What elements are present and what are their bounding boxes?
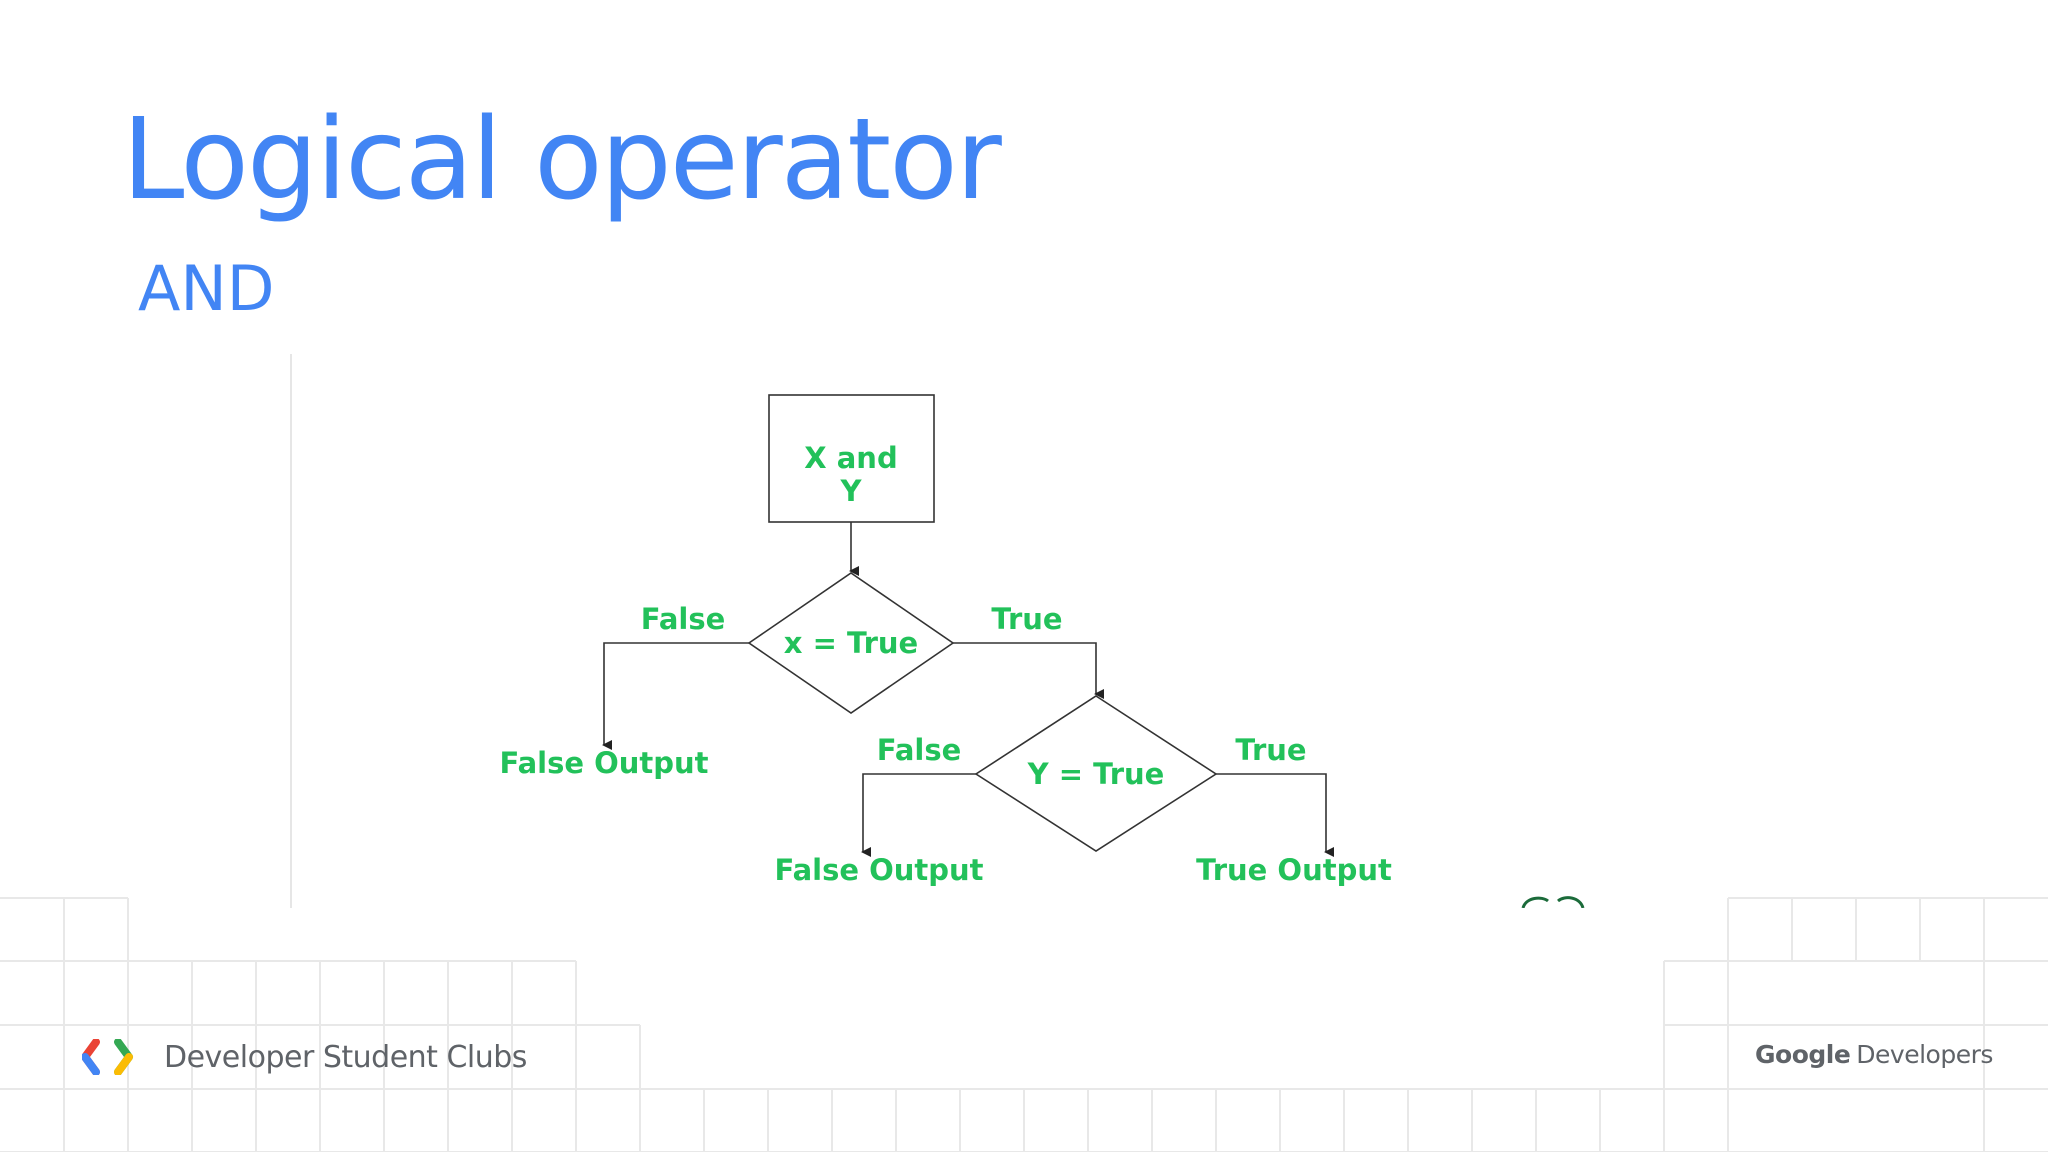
decision-x-diamond	[747, 572, 955, 714]
decision-y-true-label: True	[1235, 733, 1306, 767]
flowchart-image: X and Y x = True False True False Output…	[290, 352, 1670, 909]
page-title: Logical operator	[122, 95, 1002, 225]
decision-y-label: Y = True	[1027, 757, 1165, 791]
google-wordmark: Google	[1755, 1040, 1851, 1069]
decision-y-true-output: True Output	[1196, 853, 1392, 887]
dsc-brand: Developer Student Clubs	[82, 1037, 527, 1077]
arrow-x-true	[953, 642, 1104, 699]
arrow-x-false	[602, 642, 749, 750]
decision-y-false-label: False	[877, 733, 962, 767]
developers-wordmark: Developers	[1856, 1040, 1993, 1069]
dsc-brand-label: Developer Student Clubs	[164, 1039, 527, 1075]
arrow-y-false	[861, 773, 976, 857]
watermark-fragment-icon	[1521, 896, 1585, 909]
decision-y-diamond	[974, 695, 1218, 852]
decision-y-false-output: False Output	[774, 853, 983, 887]
start-box	[768, 394, 935, 523]
arrow-y-true	[1216, 773, 1334, 857]
flowchart-diagram: X and Y x = True False True False Output…	[499, 394, 1585, 909]
decision-x-true-label: True	[991, 602, 1062, 636]
decision-x-false-label: False	[641, 602, 726, 636]
decision-x-label: x = True	[784, 626, 918, 660]
start-label-line2: Y	[840, 474, 863, 508]
dsc-brackets-icon	[82, 1039, 133, 1075]
image-border	[290, 354, 292, 908]
decision-x-false-output: False Output	[499, 746, 708, 780]
google-developers-brand: Google Developers	[1755, 1040, 1993, 1069]
page-subtitle: AND	[138, 252, 275, 325]
start-label-line1: X and	[804, 441, 897, 475]
